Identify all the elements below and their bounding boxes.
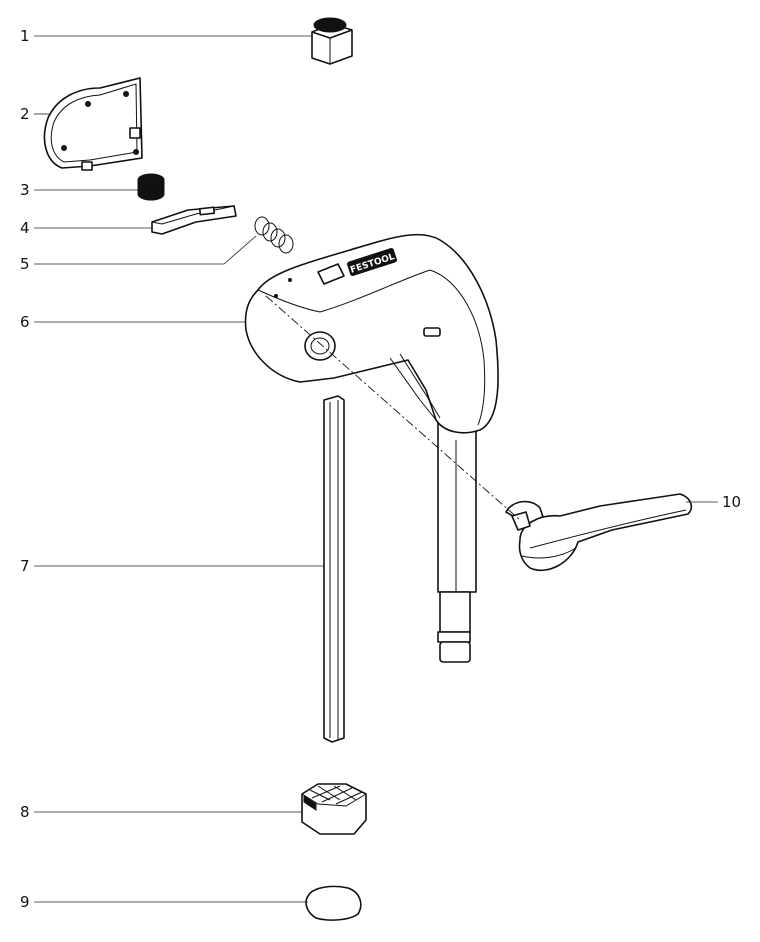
part-6-housing: FESTOOL [244,233,499,663]
leader-lines [34,35,718,903]
part-4-slider [151,205,237,235]
callout-9: 9 [20,893,30,911]
callout-10: 10 [722,493,741,511]
callout-1: 1 [20,27,30,45]
callout-6: 6 [20,313,30,331]
part-3-knob [137,173,165,201]
part-2-cover-plate [43,77,143,171]
callout-labels: 1 2 3 4 5 6 7 8 9 10 [20,27,741,911]
callout-8: 8 [20,803,30,821]
callout-5: 5 [20,255,30,273]
callout-2: 2 [20,105,30,123]
part-9-pad [305,885,362,921]
callout-7: 7 [20,557,30,575]
callout-3: 3 [20,181,30,199]
part-5-spring [254,216,294,254]
part-8-grid-block [301,783,367,835]
part-7-guide-bar [323,395,345,743]
part-1-cap [311,17,353,65]
callout-4: 4 [20,219,30,237]
assembly-axis-line [265,295,521,521]
part-10-lever [505,493,693,572]
